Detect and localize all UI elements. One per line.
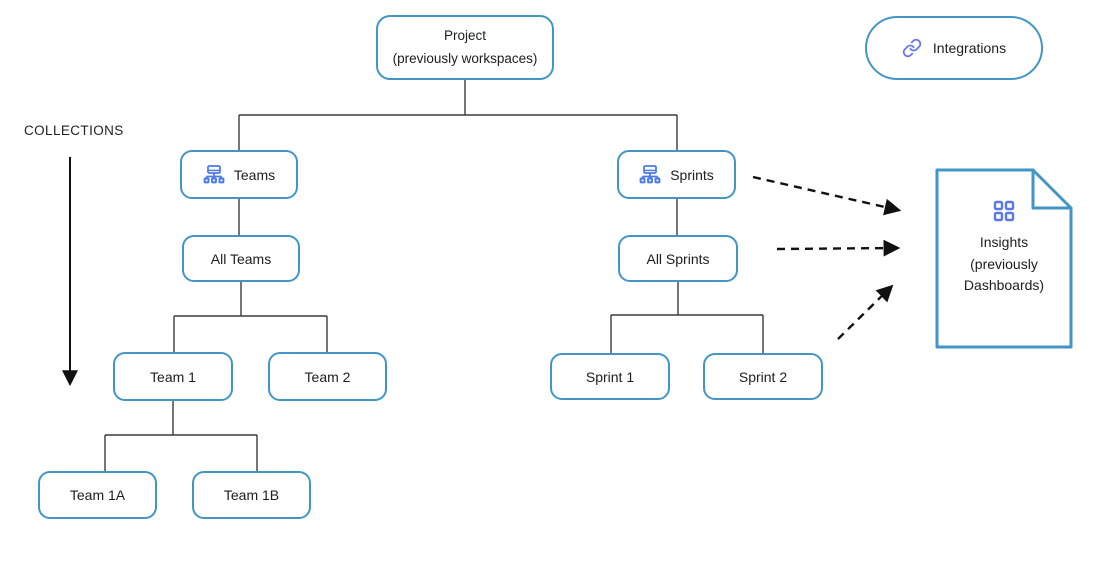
team1-label: Team 1 [150,368,196,385]
all-sprints-label: All Sprints [646,250,710,267]
teams-label: Teams [233,166,276,183]
node-integrations: Integrations [865,16,1043,80]
org-chart-icon [639,164,661,185]
link-icon [902,38,922,58]
collections-label: COLLECTIONS [24,123,124,138]
node-team2: Team 2 [268,352,387,401]
node-team1: Team 1 [113,352,233,401]
node-project: Project (previously workspaces) [376,15,554,80]
all-teams-label: All Teams [210,250,272,267]
node-all-teams: All Teams [182,235,300,282]
project-label-line2: (previously workspaces) [392,50,538,66]
sprint2-label: Sprint 2 [738,368,788,385]
insights-label-line2: (previously [970,255,1038,272]
node-team1a: Team 1A [38,471,157,519]
integrations-label: Integrations [932,40,1007,56]
insights-label-line3: Dashboards) [963,277,1045,294]
grid-icon [993,200,1015,222]
dashed-arrows [752,175,902,340]
node-sprint1: Sprint 1 [550,353,670,400]
node-team1b: Team 1B [192,471,311,519]
project-label-line1: Project [443,28,487,44]
team1a-label: Team 1A [69,487,126,503]
sprints-label: Sprints [670,166,714,183]
team2-label: Team 2 [304,368,351,385]
arrow-all-sprints-to-insights [776,239,901,257]
insights-label-line1: Insights [979,234,1029,250]
node-sprints: Sprints [617,150,736,199]
insights-document-shape [935,168,1073,349]
sprint1-label: Sprint 1 [585,368,635,385]
node-sprint2: Sprint 2 [703,353,823,400]
org-chart-icon [203,164,225,185]
node-teams: Teams [180,150,298,199]
arrow-sprint2-to-insights [837,284,894,340]
node-all-sprints: All Sprints [618,235,738,282]
team1b-label: Team 1B [223,487,280,503]
arrow-sprints-to-insights [752,175,902,216]
tree-connectors [104,80,764,471]
node-insights: Insights (previously Dashboards) [937,170,1071,347]
